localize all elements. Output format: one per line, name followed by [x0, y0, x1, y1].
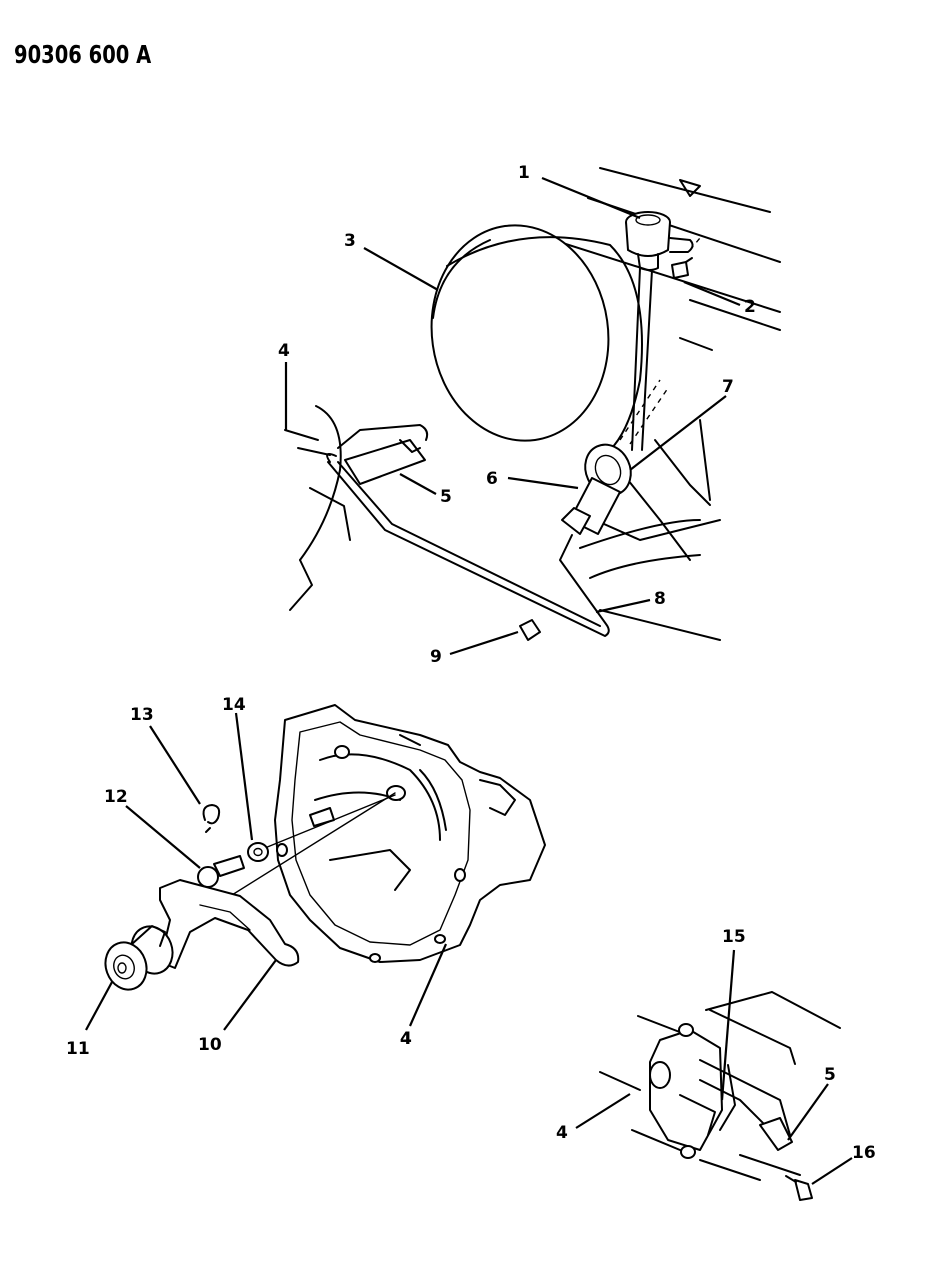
engine-compartment-view: [284, 167, 781, 641]
callout-label: 16: [852, 1143, 876, 1163]
pivot-ball: [197, 855, 245, 888]
bell-housing-view: [159, 704, 546, 963]
leader-lines: [85, 176, 853, 1185]
callout-label: 10: [198, 1035, 222, 1055]
callout-label: 2: [744, 297, 756, 317]
callout-label: 11: [66, 1039, 90, 1059]
callout-label: 7: [722, 377, 734, 397]
callout-label: 4: [278, 341, 290, 361]
callout-label: 4: [400, 1029, 412, 1049]
callout-label: 6: [486, 469, 498, 489]
callout-label: 4: [556, 1123, 568, 1143]
callout-label: 5: [824, 1065, 836, 1085]
fluid-reservoir: [625, 211, 694, 271]
callout-label: 12: [104, 787, 128, 807]
retaining-clip: [202, 804, 221, 833]
callout-label: 9: [430, 647, 442, 667]
callout-label: 13: [130, 705, 154, 725]
callout-label: 1: [518, 163, 530, 183]
transaxle-detail-view: [599, 991, 841, 1201]
release-bearing: [104, 925, 174, 991]
callout-label: 15: [722, 927, 746, 947]
callout-label: 14: [222, 695, 246, 715]
callout-labels: 1 2 3 4 5 6 7 8 9 4 13 14 12 11 10 4 15 …: [66, 163, 876, 1163]
slave-cylinder-left: [337, 424, 429, 485]
callout-label: 8: [654, 589, 666, 609]
reservoir-screw: [671, 237, 701, 279]
drawing-code: 90306 600 A: [14, 40, 152, 69]
callout-label: 5: [440, 487, 452, 507]
callout-label: 3: [344, 231, 356, 251]
washer: [247, 842, 269, 862]
master-cylinder: [561, 379, 669, 535]
callout-label: 4: [400, 1029, 412, 1049]
release-fork: [159, 879, 300, 969]
tire: [430, 224, 643, 451]
line-clip: [519, 619, 541, 641]
